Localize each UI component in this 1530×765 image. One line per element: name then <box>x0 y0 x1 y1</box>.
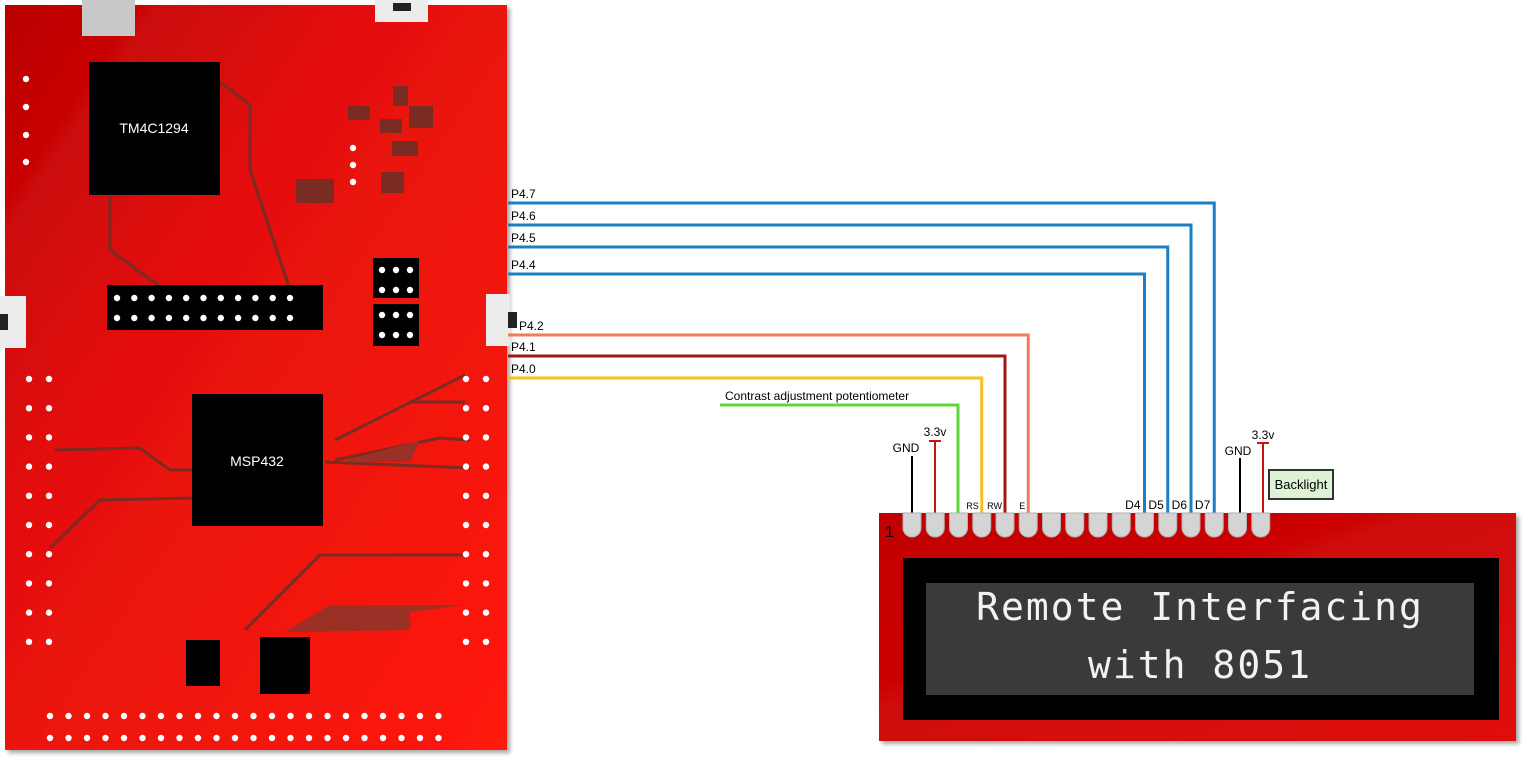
msp432-chip <box>192 394 323 526</box>
lcd-line-1: Remote Interfacing <box>976 585 1424 629</box>
lcd-pin <box>925 512 945 538</box>
wire-p4-5 <box>508 245 1170 518</box>
lcd-pin <box>1204 512 1224 538</box>
board-header-pins <box>22 75 490 742</box>
vcc-left-label: 3.3v <box>924 425 947 439</box>
jtag-header <box>107 285 323 330</box>
right-side-tab <box>486 294 510 346</box>
lcd-pin <box>972 512 992 538</box>
lcd-pin <box>1065 512 1085 538</box>
signal-wires: P4.7D7 P4.6D6 P4.5D5 P4.4D4 P4.2E P4.1RW P4.0R… <box>508 187 1216 518</box>
port-label: P4.6 <box>511 209 536 223</box>
wire-p4-7 <box>508 201 1216 518</box>
port-label: P4.2 <box>519 319 544 333</box>
port-label: P4.5 <box>511 231 536 245</box>
lcd-pin <box>1228 512 1247 538</box>
jumper-block-bottom <box>373 304 419 346</box>
gnd-right-label: GND <box>1225 444 1252 458</box>
lcd-pin-label: RW <box>987 501 1002 511</box>
lcd-pin <box>1018 512 1038 538</box>
board-traces <box>48 80 471 632</box>
wire-p4-4 <box>508 272 1146 518</box>
wire-p4-0 <box>508 376 984 518</box>
lcd-pin <box>949 512 968 538</box>
lcd-pin-label: D6 <box>1172 498 1188 512</box>
board-copper-pads <box>285 440 465 632</box>
lcd-pin <box>1088 512 1108 538</box>
pin-one-marker: 1 <box>885 524 894 541</box>
lcd-pin <box>1135 512 1154 538</box>
lcd-module: 1 Remote Interfacing with 8051 <box>879 512 1516 741</box>
tm4c1294-label: TM4C1294 <box>119 120 188 136</box>
port-label: P4.7 <box>511 187 536 201</box>
lcd-pin-label: RS <box>966 501 979 511</box>
tm4c1294-chip <box>89 62 220 195</box>
lcd-pin-label: D7 <box>1195 498 1211 512</box>
port-label: P4.1 <box>511 340 536 354</box>
lcd-pin-label: D4 <box>1125 498 1141 512</box>
port-label: P4.0 <box>511 362 536 376</box>
lcd-pin-label: E <box>1019 501 1025 511</box>
lcd-pin <box>1158 512 1178 538</box>
lcd-pin <box>1042 512 1061 538</box>
wire-p4-6 <box>508 223 1193 518</box>
lcd-pin <box>1251 512 1271 538</box>
lcd-screen <box>926 583 1474 695</box>
port-label: P4.4 <box>511 258 536 272</box>
lcd-pin <box>1111 512 1131 538</box>
launchpad-board: TM4C1294 MSP432 <box>0 0 517 750</box>
backlight-label: Backlight <box>1268 469 1334 500</box>
msp432-label: MSP432 <box>230 453 284 469</box>
crystal-small <box>186 640 220 686</box>
power-connections: GND 3.3v GND 3.3v <box>893 425 1275 518</box>
wire-p4-2 <box>508 333 1030 518</box>
lcd-pin <box>1181 512 1201 538</box>
lcd-pin-row <box>902 512 1271 538</box>
wire-p4-1 <box>508 354 1007 518</box>
crystal-large <box>260 637 310 694</box>
usb-connector <box>82 0 135 36</box>
vcc-right-label: 3.3v <box>1252 428 1275 442</box>
lcd-line-2: with 8051 <box>1088 643 1312 687</box>
lcd-pin <box>995 512 1015 538</box>
contrast-label: Contrast adjustment potentiometer <box>725 389 909 403</box>
gnd-left-label: GND <box>893 441 920 455</box>
lcd-pin-label: D5 <box>1148 498 1164 512</box>
lcd-pin <box>902 512 922 538</box>
contrast-wire <box>720 403 960 518</box>
smd-components <box>296 86 433 203</box>
